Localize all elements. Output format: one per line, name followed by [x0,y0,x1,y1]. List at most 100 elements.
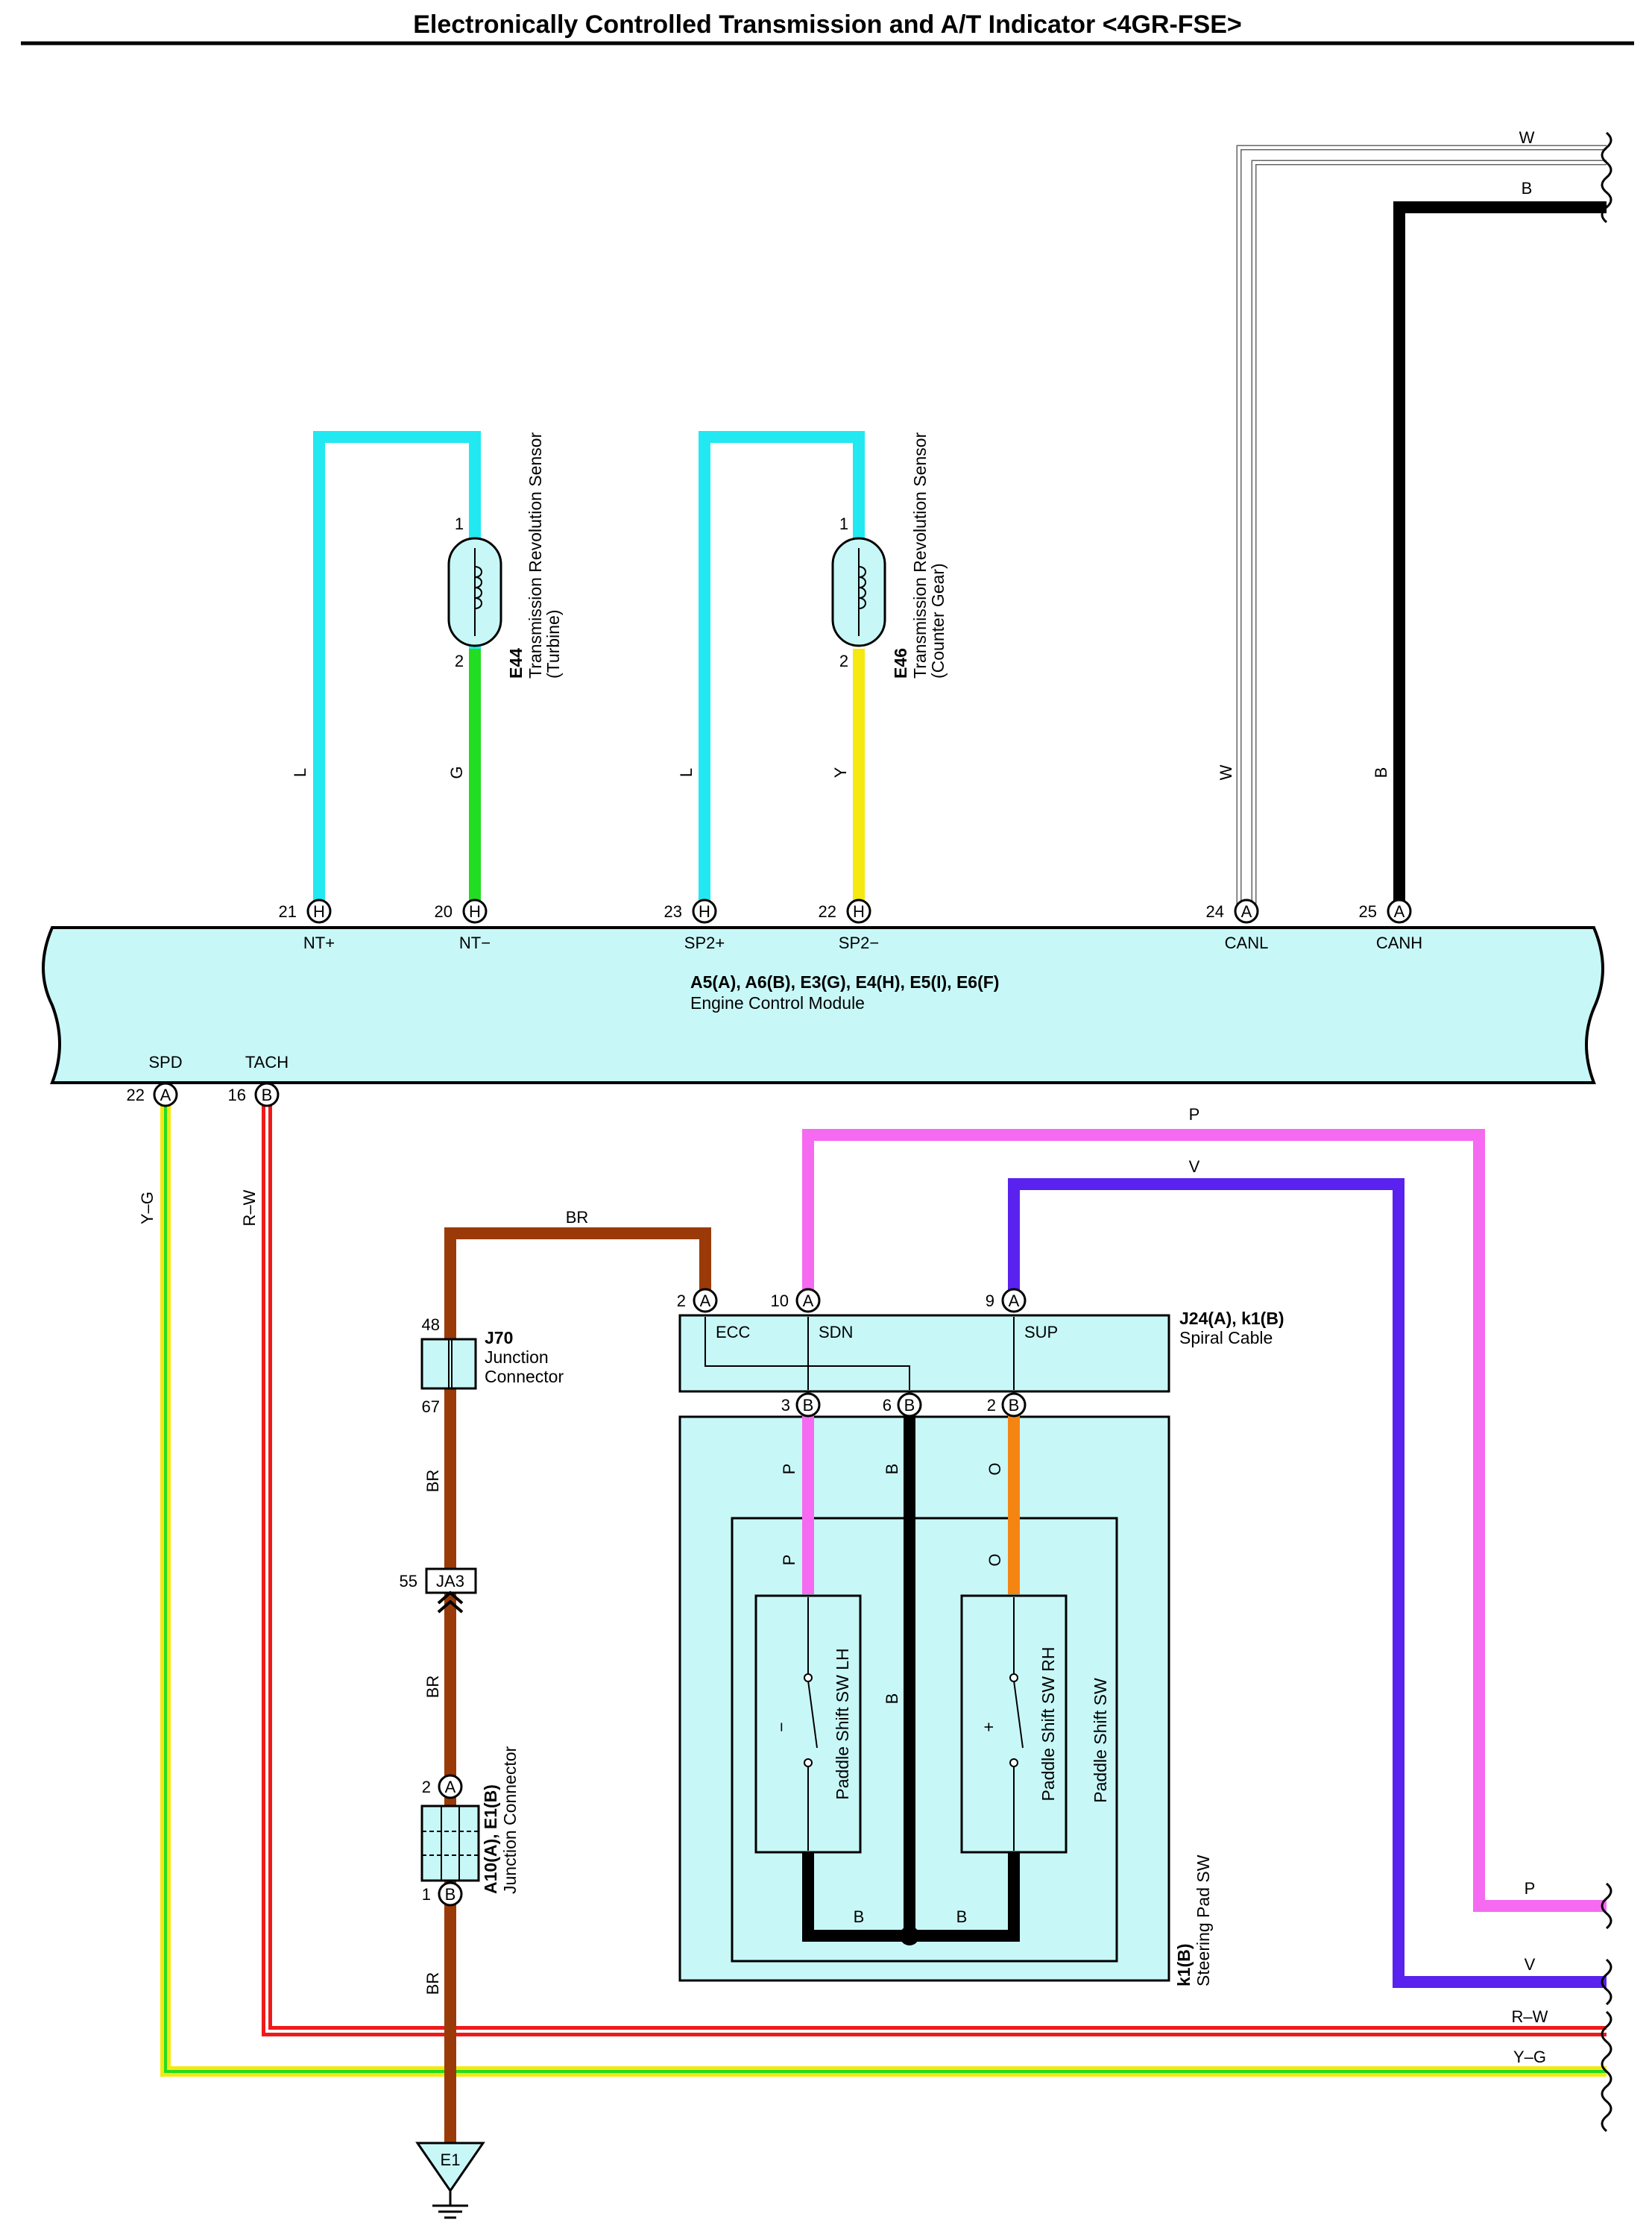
svg-text:22: 22 [127,1086,145,1104]
svg-text:2: 2 [677,1291,686,1310]
wire-label-w-top: W [1519,128,1535,147]
spiral-pin-sdn: A 10 SDN [771,1288,853,1341]
e44-code: E44 [506,648,526,679]
j70-connector [420,1338,477,1390]
rh-sign: + [979,1722,998,1731]
e46-pin2: 2 [839,652,848,670]
a10-letter-top: A [445,1778,456,1796]
e44-pin1: 1 [455,515,464,533]
paddle-shift-sw-rh [960,1594,1068,1854]
ja3-connector [425,1567,477,1614]
ecm-pin-canh: A 25 CANH [1359,899,1422,952]
lh-sign: − [772,1722,791,1731]
lh-label: Paddle Shift SW LH [833,1648,852,1799]
svg-text:A: A [160,1086,171,1104]
svg-text:3: 3 [781,1396,790,1415]
j70-code: J70 [485,1328,513,1347]
wire-label-o-int-1: O [986,1462,1004,1475]
svg-text:9: 9 [986,1291,994,1310]
wire-p [802,1129,1607,1912]
svg-text:A: A [1394,902,1405,921]
spiral-pin-ecc: A 2 ECC [677,1288,751,1341]
wire-label-yg-vert: Y–G [138,1192,157,1224]
svg-text:B: B [803,1396,814,1415]
steering-name: Steering Pad SW [1194,1854,1213,1986]
svg-text:25: 25 [1359,902,1377,921]
spiral-pin-bottom-2: B 2 [987,1392,1027,1418]
wire-continuation-marks-top [1601,131,1612,224]
paddle-group-label: Paddle Shift SW [1091,1678,1110,1803]
e46-name: Transmission Revolution Sensor [910,432,930,679]
ground-bus-junction [900,1926,919,1945]
j70-pin-top: 48 [422,1315,440,1334]
svg-text:B: B [1009,1396,1020,1415]
rh-label: Paddle Shift SW RH [1038,1646,1058,1801]
e44-name: Transmission Revolution Sensor [526,432,545,679]
wire-label-p-int-2: P [780,1555,798,1566]
e46-sub: (Counter Gear) [928,563,948,679]
svg-text:H: H [699,902,710,921]
wire-v [1008,1178,1607,1988]
ground-label: E1 [441,2151,461,2169]
e46-code: E46 [891,648,910,679]
svg-text:A: A [803,1291,814,1310]
svg-text:A: A [1009,1291,1020,1310]
wire-label-b-int-2: B [883,1693,901,1705]
wire-nt-plus [313,431,481,910]
wire-label-br-3: BR [423,1972,442,1995]
wire-label-g: G [447,766,466,778]
wire-canl [1236,145,1607,910]
diagram-title: Electronically Controlled Transmission a… [413,10,1242,39]
ecm-pin-canl: A 24 CANL [1206,899,1269,952]
svg-text:CANL: CANL [1225,934,1269,952]
svg-text:A: A [1241,902,1252,921]
ecm-pin-spd: A 22 SPD [127,1053,183,1107]
wire-label-rw-vert: R–W [240,1189,259,1226]
svg-text:H: H [853,902,865,921]
wire-canh [1393,201,1607,910]
a10-connector [420,1774,480,1907]
e44-sub: (Turbine) [543,610,563,679]
svg-text:23: 23 [664,902,682,921]
wire-tach [262,1093,1607,2036]
wire-label-br-2: BR [423,1676,442,1699]
svg-text:A: A [700,1291,711,1310]
svg-text:SP2+: SP2+ [684,934,725,952]
wire-label-o-int-2: O [986,1553,1004,1566]
svg-text:16: 16 [228,1086,246,1104]
wire-label-l-2: L [677,768,696,777]
wire-label-p-top: P [1189,1105,1200,1124]
ecm-block [42,926,1604,1084]
ja3-pin: 55 [400,1572,417,1591]
ecm-name: Engine Control Module [690,993,865,1013]
wire-label-b-int-1: B [883,1464,901,1475]
e44-pin2: 2 [455,652,464,670]
spiral-pin-bottom-6: B 6 [883,1392,922,1418]
ecm-connectors: A5(A), A6(B), E3(G), E4(H), E5(I), E6(F) [690,972,999,992]
steering-code: k1(B) [1174,1943,1194,1986]
svg-text:2: 2 [987,1396,996,1415]
a10-letter-bottom: B [445,1885,456,1904]
svg-text:SDN: SDN [819,1323,853,1341]
a10-pin-top: 2 [422,1778,431,1796]
wire-label-y: Y [831,767,850,778]
wire-label-p-right: P [1525,1879,1536,1898]
paddle-shift-sw-lh [754,1594,862,1854]
spiral-name: Spiral Cable [1179,1328,1273,1347]
wire-continuation-marks-bottom [1601,1882,1612,2133]
j70-pin-bottom: 67 [422,1397,440,1416]
a10-name: Junction Connector [500,1746,520,1894]
wire-label-br-1: BR [423,1470,442,1493]
wire-sp2-plus [699,431,865,910]
svg-text:CANH: CANH [1376,934,1422,952]
spiral-pin-sup: A 9 SUP [986,1288,1058,1341]
svg-text:10: 10 [771,1291,789,1310]
svg-text:SUP: SUP [1024,1323,1058,1341]
j70-name-2: Connector [485,1367,564,1386]
ecm-pin-nt-plus: H 21 NT+ [279,899,335,952]
svg-text:TACH: TACH [245,1053,289,1072]
wire-label-b-vert: B [1372,767,1390,778]
ecm-pin-sp2-minus: H 22 SP2− [819,899,879,952]
ecm-pin-tach: B 16 TACH [228,1053,289,1107]
wire-label-p-int-1: P [780,1464,798,1475]
